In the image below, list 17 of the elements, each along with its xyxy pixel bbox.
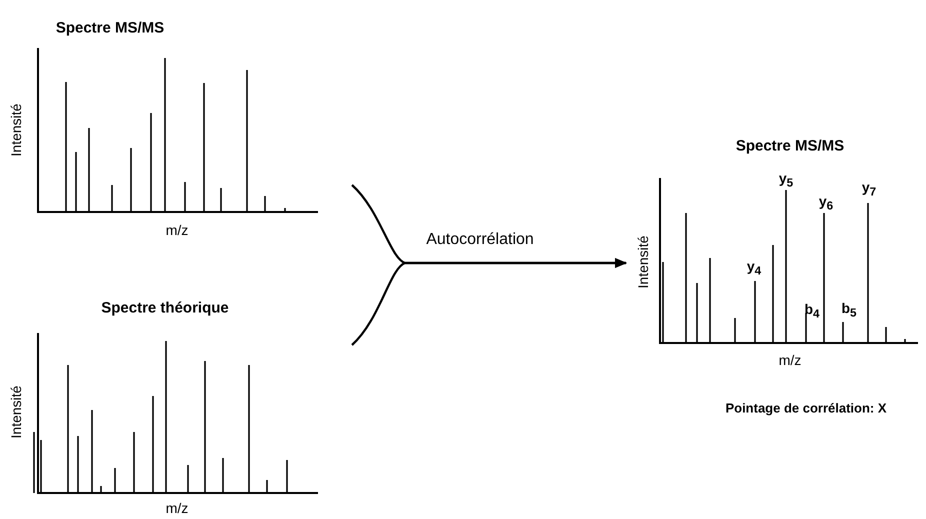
peak-label: y$_{6}$ (818, 194, 834, 212)
axis-label: m/z (778, 353, 802, 367)
spectrum-title: Spectre MS/MS (736, 138, 844, 154)
axis-label: m/z (166, 223, 188, 237)
peak-label: y$_{7}$ (862, 180, 876, 198)
peak-label: y$_{4}$ (746, 258, 762, 278)
axis-label: m/z (166, 501, 188, 515)
node-label: Pointage de corrélation: X (725, 402, 887, 414)
peak-label: b$_{5}$ (841, 300, 857, 320)
axis-label: Intensité (9, 104, 23, 156)
axis-label: Intensité (636, 236, 650, 288)
axis-label: Intensité (9, 386, 23, 438)
spectrum-title: Spectre théorique (101, 300, 229, 316)
arrow (351, 258, 627, 346)
peak-label: b$_{4}$ (804, 302, 820, 320)
peak-label: y$_{5}$ (778, 170, 794, 190)
spectrum-title: Spectre MS/MS (56, 20, 164, 36)
